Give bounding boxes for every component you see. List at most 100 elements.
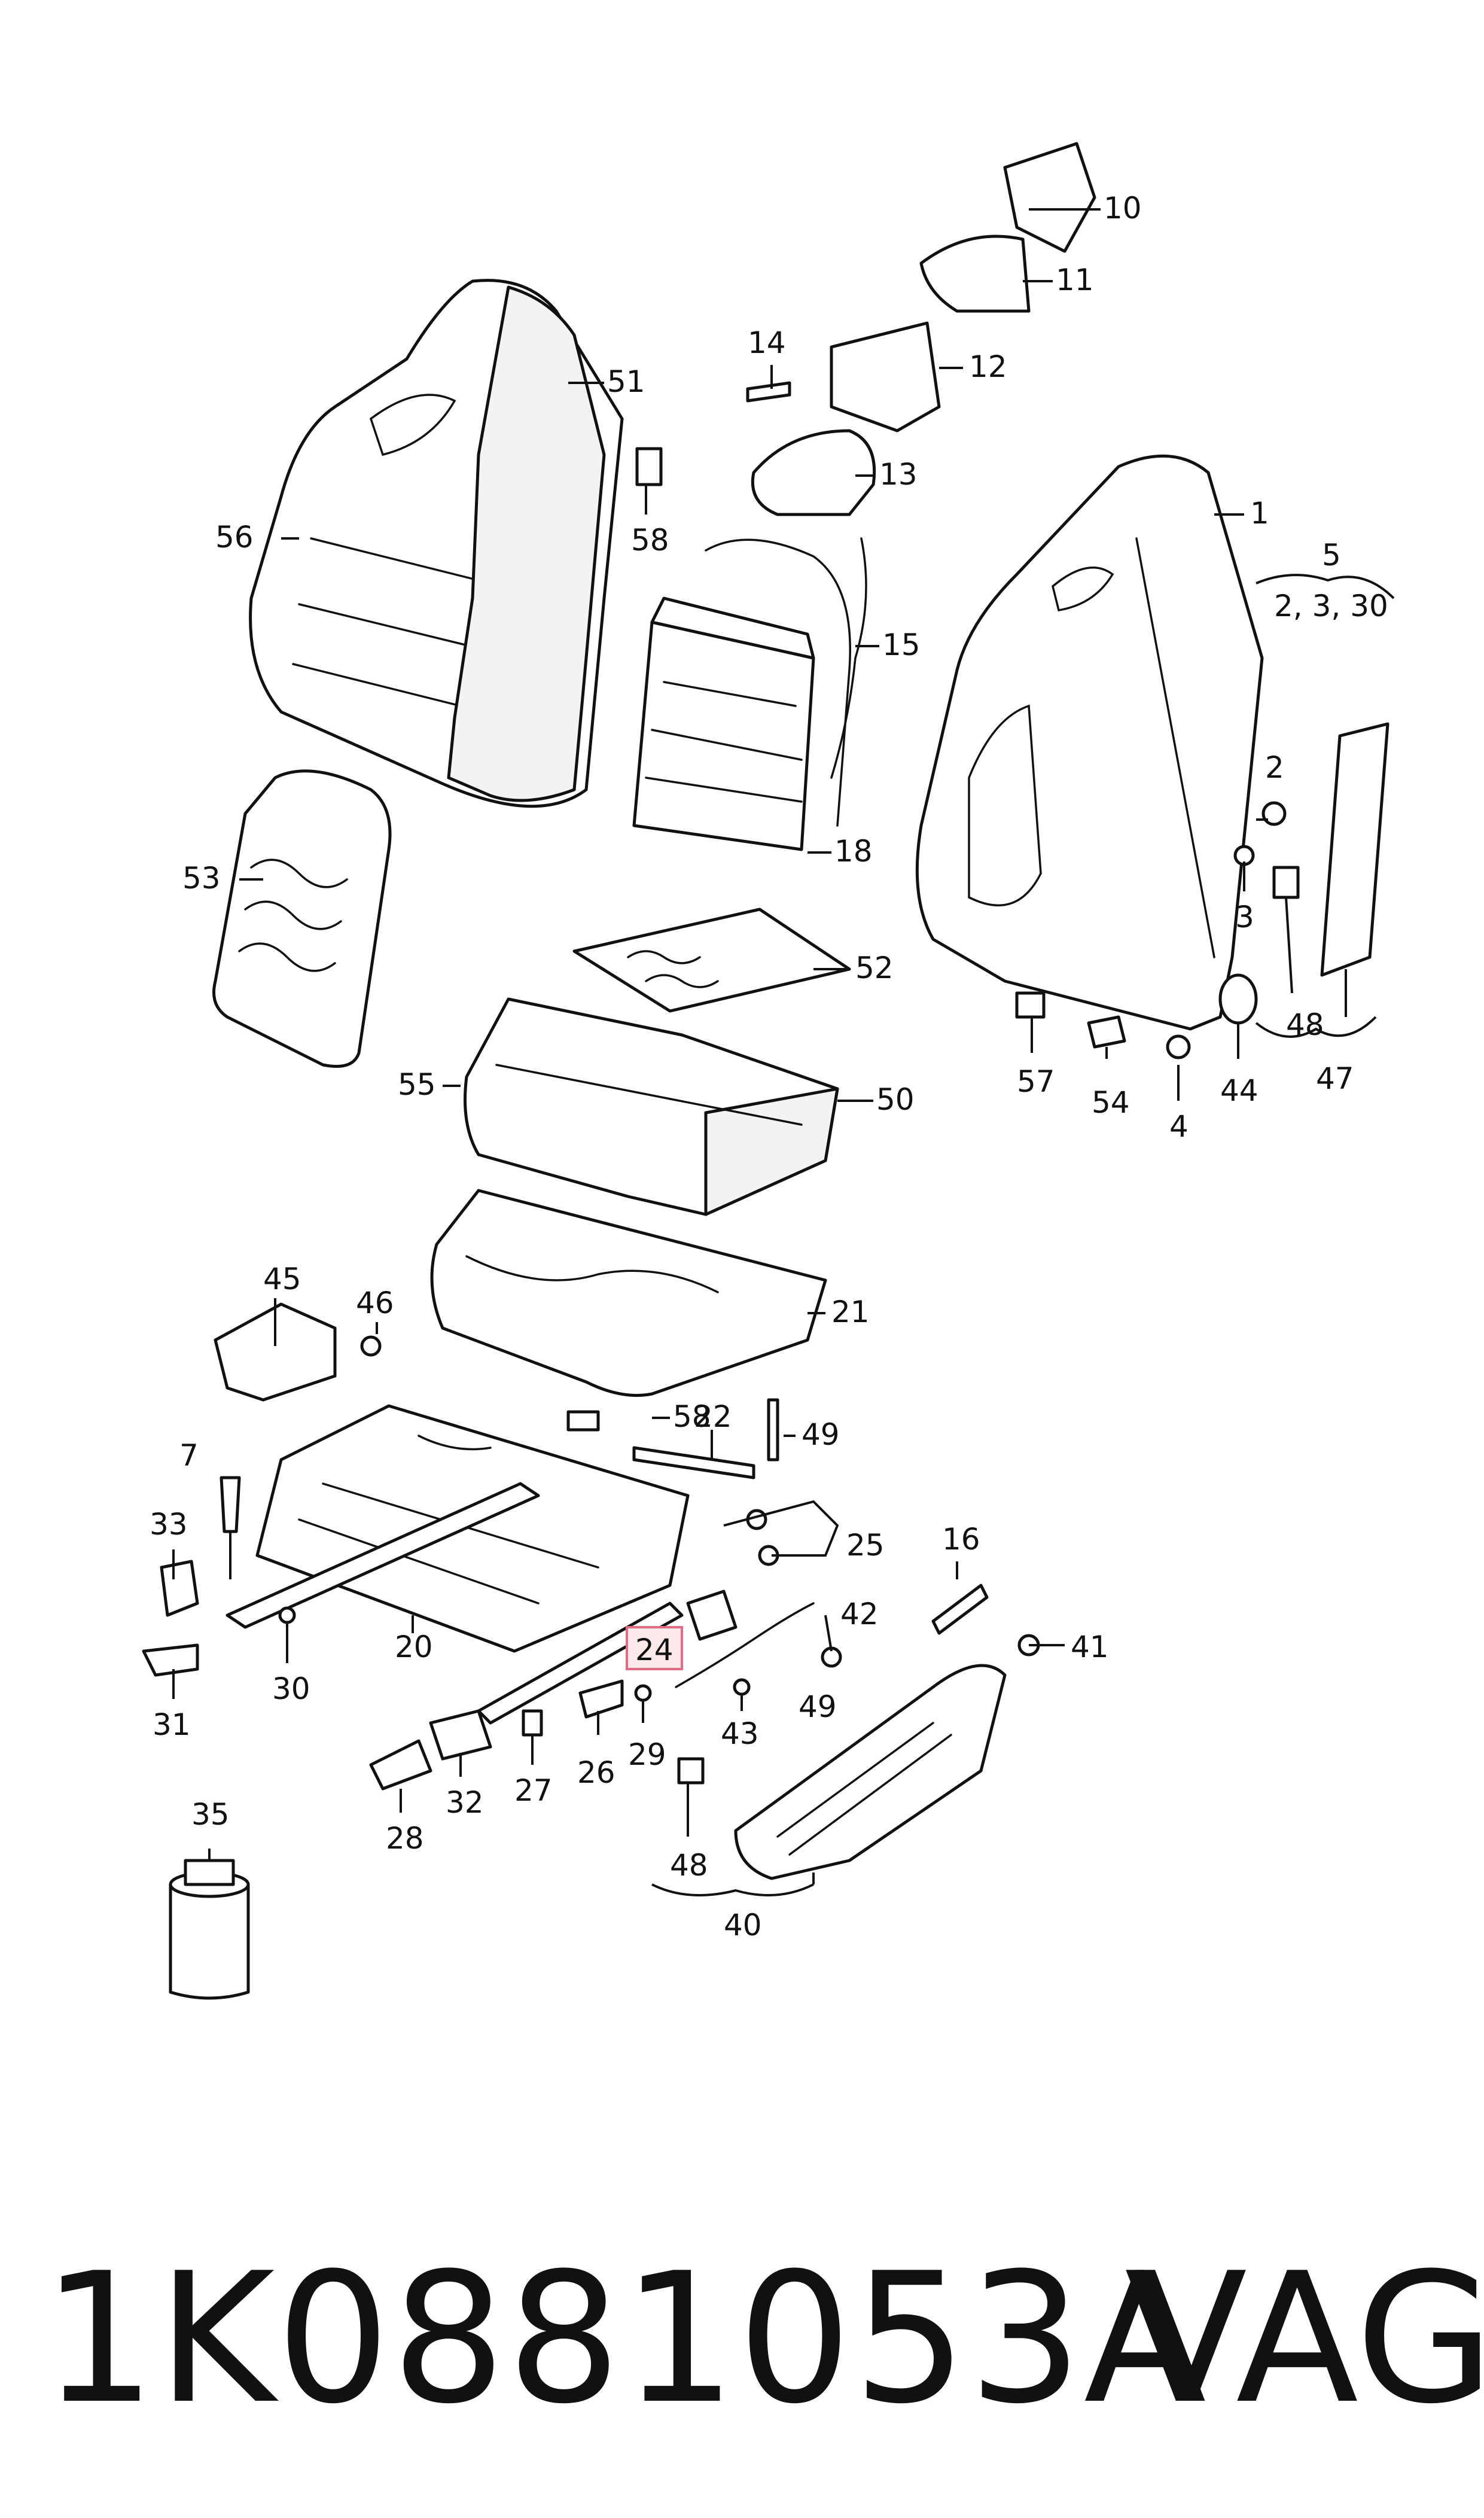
adjuster-knob <box>1218 973 1258 1025</box>
callout-27: 27 <box>514 1773 553 1808</box>
callout-50: 50 <box>876 1082 915 1117</box>
callout-35: 35 <box>191 1797 230 1832</box>
screw-29 <box>634 1684 652 1702</box>
screw-49-top <box>767 1398 779 1462</box>
highlight-box <box>626 1626 683 1670</box>
callout-43: 43 <box>721 1716 759 1751</box>
seat-frame <box>226 1404 690 1725</box>
bracket-24 <box>686 1590 738 1641</box>
backrest-shell <box>915 454 1264 1031</box>
callout-2: 2 <box>1265 750 1284 785</box>
headrest-guide-housing <box>830 321 941 433</box>
clip-46 <box>360 1335 382 1357</box>
backrest-frame <box>632 537 867 851</box>
callout-41: 41 <box>1071 1630 1109 1664</box>
hinge-cover <box>214 1302 337 1402</box>
callout-4: 4 <box>1169 1109 1189 1144</box>
strip-16 <box>931 1584 989 1635</box>
callout-5: 5 <box>1322 538 1341 573</box>
callout-24: 24 <box>635 1633 674 1667</box>
callout-labels: 1 5 2, 3, 30 10 11 12 13 14 15 18 51 56 … <box>150 191 1388 1942</box>
callout-11: 11 <box>1056 263 1094 297</box>
footer: 1K0881053A VAG <box>0 2225 1484 2518</box>
seat-pan <box>430 1189 827 1397</box>
clip-58-top <box>635 447 663 486</box>
bracket-left <box>160 1560 199 1617</box>
callout-51: 51 <box>607 364 645 399</box>
callout-47: 47 <box>1316 1061 1354 1096</box>
callout-31: 31 <box>153 1707 191 1742</box>
backrest-pad <box>212 769 392 1068</box>
callout-5-sub: 2, 3, 30 <box>1274 589 1388 623</box>
screw-14 <box>746 381 791 403</box>
clip-22 <box>632 1446 755 1479</box>
callout-15: 15 <box>882 628 921 662</box>
callout-18: 18 <box>834 834 873 869</box>
leader-lines <box>172 208 1395 1896</box>
clip-48-low <box>677 1757 705 1785</box>
callout-26: 26 <box>577 1755 615 1790</box>
callout-22: 22 <box>694 1399 732 1434</box>
brand-label: VAG <box>1125 2234 1484 2443</box>
end-cap-31 <box>142 1643 199 1677</box>
side-cover <box>734 1664 1007 1880</box>
callout-58-top: 58 <box>631 523 669 558</box>
clip-26 <box>578 1679 624 1719</box>
clip-48-right <box>1272 866 1300 899</box>
seat-cushion <box>464 997 839 1216</box>
callout-16: 16 <box>942 1522 980 1557</box>
label-54 <box>1087 1015 1126 1049</box>
callout-46: 46 <box>356 1286 394 1320</box>
cable-42 <box>675 1602 815 1688</box>
callout-40: 40 <box>724 1908 762 1942</box>
screw-43 <box>733 1678 751 1696</box>
callout-48-right: 48 <box>1286 1007 1324 1042</box>
callout-14: 14 <box>748 325 786 360</box>
callout-21: 21 <box>831 1295 870 1329</box>
callout-49-mid: 49 <box>799 1689 837 1724</box>
callout-57: 57 <box>1017 1064 1055 1099</box>
headrest-guide-bezel <box>751 429 876 516</box>
callout-30: 30 <box>272 1671 310 1706</box>
callout-56: 56 <box>215 520 254 555</box>
callout-20: 20 <box>395 1630 433 1664</box>
callout-54: 54 <box>1092 1085 1130 1120</box>
callout-52: 52 <box>855 951 894 985</box>
bolt-4 <box>1166 1034 1191 1059</box>
callout-28: 28 <box>386 1821 424 1856</box>
callout-1: 1 <box>1250 496 1269 531</box>
callout-12: 12 <box>969 349 1007 384</box>
adhesive-can <box>169 1859 250 2000</box>
callout-53: 53 <box>182 861 221 896</box>
label-57 <box>1015 991 1046 1019</box>
backrest-cover <box>249 279 624 808</box>
callout-25: 25 <box>846 1528 885 1563</box>
callout-48-low: 48 <box>670 1848 708 1883</box>
seat-heating-mat <box>572 908 851 1013</box>
callout-44: 44 <box>1220 1073 1258 1108</box>
callout-49-top: 49 <box>802 1417 840 1452</box>
part-number: 1K0881053A <box>42 2234 1208 2443</box>
callout-45: 45 <box>263 1262 301 1296</box>
diagram-canvas: 1 5 2, 3, 30 10 11 12 13 14 15 18 51 56 … <box>142 142 1395 2000</box>
callout-42: 42 <box>840 1597 879 1631</box>
callout-29: 29 <box>628 1737 666 1772</box>
screw-2 <box>1261 801 1287 826</box>
clip-58-mid <box>566 1410 600 1432</box>
trim-32 <box>429 1709 492 1761</box>
callout-32: 32 <box>446 1785 484 1820</box>
callout-3: 3 <box>1235 900 1254 934</box>
callout-58-mid: 58 <box>673 1399 711 1434</box>
clip-27 <box>522 1709 543 1737</box>
side-trim-right <box>1320 722 1389 977</box>
end-cap-28 <box>369 1739 432 1791</box>
headrest-guide-trim <box>919 235 1031 313</box>
callout-7: 7 <box>179 1438 199 1473</box>
callout-13: 13 <box>879 457 918 492</box>
callout-55: 55 <box>398 1067 436 1102</box>
exploded-parts-diagram: 1 5 2, 3, 30 10 11 12 13 14 15 18 51 56 … <box>142 142 1395 2000</box>
callout-10: 10 <box>1104 191 1142 226</box>
bolt-7 <box>220 1476 241 1533</box>
callout-33: 33 <box>150 1507 188 1542</box>
screw-30 <box>278 1606 296 1624</box>
